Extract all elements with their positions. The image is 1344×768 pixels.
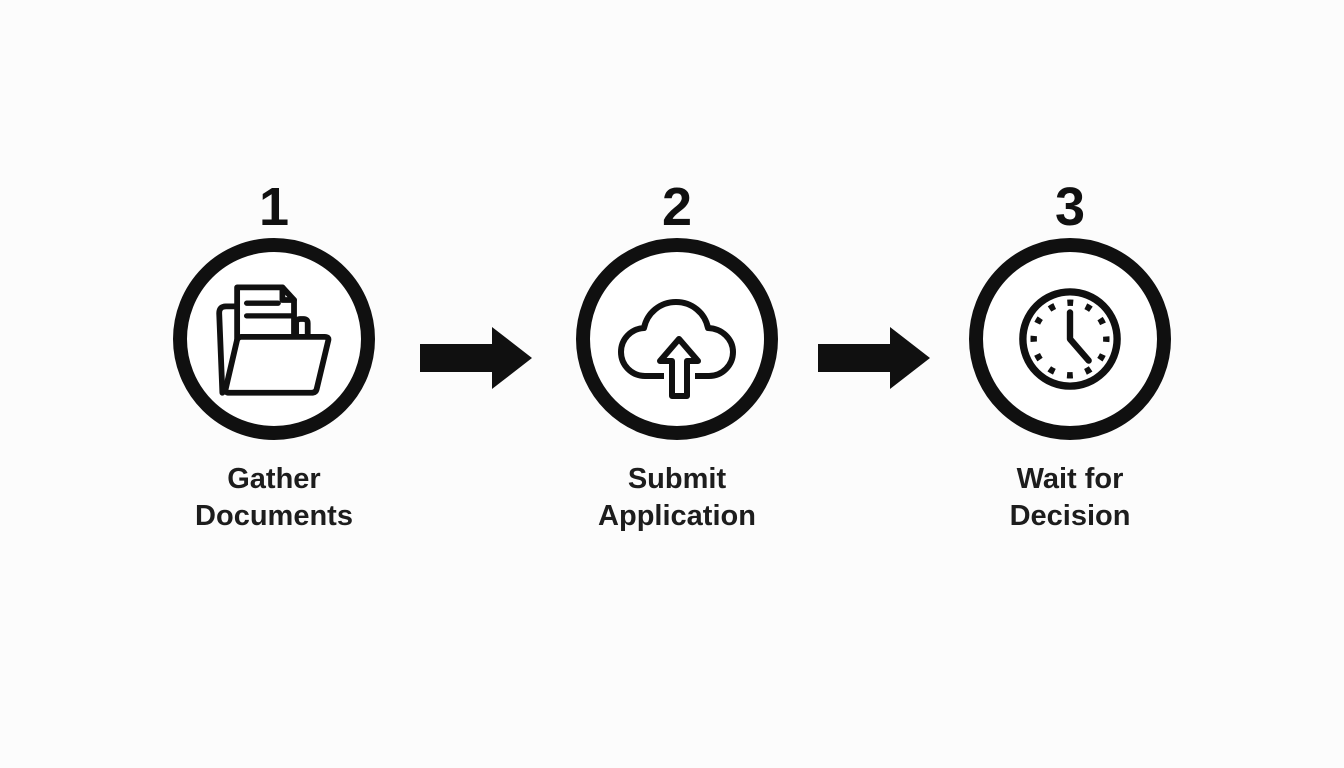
step-number: 3	[1054, 177, 1086, 237]
step-label-line: Application	[598, 500, 756, 532]
step-gather-documents: 1 Gather Documents	[134, 177, 414, 535]
cloud-upload-icon	[618, 299, 736, 402]
step-label-line: Wait for	[1016, 463, 1124, 495]
step-number: 2	[661, 177, 693, 237]
step-circle	[969, 238, 1171, 440]
step-label: Submit Application	[598, 461, 756, 535]
step-circle	[173, 238, 375, 440]
folder-documents-icon	[216, 284, 332, 396]
step-circle	[576, 238, 778, 440]
step-submit-application: 2 Submit Application	[537, 177, 817, 535]
connector	[414, 181, 537, 389]
arrow-right-icon	[419, 327, 532, 389]
step-label: Wait for Decision	[1010, 461, 1131, 535]
step-label-line: Decision	[1009, 500, 1131, 532]
connector	[817, 181, 930, 389]
clock-icon	[1019, 288, 1121, 390]
step-number: 1	[258, 177, 290, 237]
arrow-right-icon	[817, 327, 930, 389]
step-label-line: Submit	[627, 463, 727, 495]
steps-row: 1 Gather Documents	[0, 177, 1344, 535]
step-label: Gather Documents	[195, 461, 353, 535]
step-wait-for-decision: 3 Wait for Decision	[930, 177, 1210, 535]
step-label-line: Documents	[195, 500, 353, 532]
step-label-line: Gather	[227, 463, 321, 495]
